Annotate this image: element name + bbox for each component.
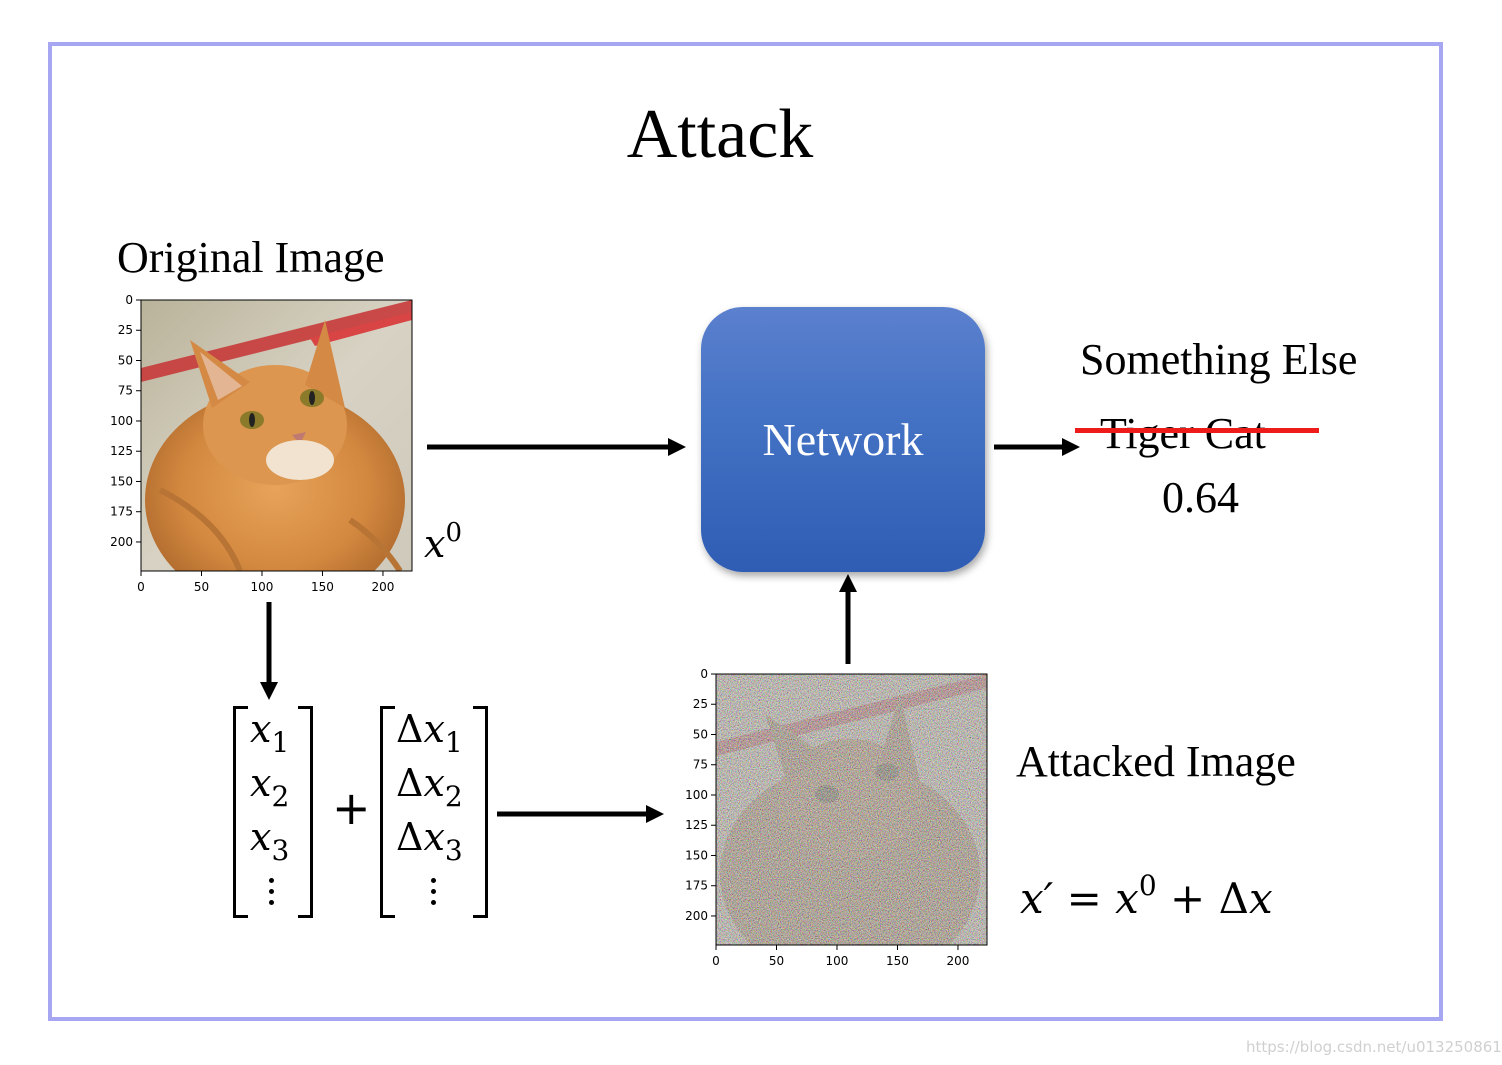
slide-frame	[48, 42, 1443, 1021]
original-ytick-label: 0	[125, 293, 133, 307]
original-ytick-label: 75	[118, 384, 133, 398]
attacked-ytick-label: 125	[685, 818, 708, 832]
attacked-ytick-label: 50	[693, 727, 708, 741]
vector-x-vdots	[269, 878, 275, 911]
arrow-attacked-to-network	[839, 574, 857, 664]
plus-sign: +	[332, 781, 371, 835]
original-image-svg: 0 25 50 75 100 125 150 175 200 0 50 100 150 200	[110, 293, 413, 594]
prediction-score: 0.64	[1162, 473, 1239, 522]
original-xtick-label: 200	[372, 580, 395, 594]
noisy-cat-photo	[716, 674, 987, 945]
watermark: https://blog.csdn.net/u013250861	[1246, 1038, 1502, 1056]
vector-x-entry-2: x2	[250, 761, 290, 813]
original-ytick-label: 125	[110, 444, 133, 458]
vector-x: x1 x2 x3	[233, 706, 313, 918]
vector-x-entry-3: x3	[250, 815, 290, 867]
original-image-plot: 0 25 50 75 100 125 150 175 200 0 50 100 150 200	[100, 290, 420, 605]
attacked-xtick-label: 50	[769, 954, 784, 968]
original-xtick-label: 0	[137, 580, 145, 594]
attacked-x-ticks: 0 50 100 150 200	[712, 945, 969, 968]
original-ytick-label: 50	[118, 353, 133, 367]
attack-formula: x′ = x0 + Δx	[1020, 869, 1273, 923]
original-xtick-label: 100	[251, 580, 274, 594]
original-ytick-label: 200	[110, 535, 133, 549]
attacked-image-svg: 0 25 50 75 100 125 150 175 200 0 50 100 150 200	[685, 667, 988, 968]
arrow-image-to-network	[427, 438, 686, 456]
original-ytick-label: 25	[118, 323, 133, 337]
attacked-xtick-label: 200	[947, 954, 970, 968]
slide-title: Attack	[626, 96, 814, 173]
arrow-vector-to-attacked	[497, 805, 664, 823]
vector-dx-entry-1: Δx1	[396, 707, 463, 759]
attacked-xtick-label: 100	[826, 954, 849, 968]
attacked-ytick-label: 175	[685, 879, 708, 893]
attacked-y-ticks: 0 25 50 75 100 125 150 175 200	[685, 667, 716, 923]
attacked-xtick-label: 0	[712, 954, 720, 968]
vector-dx-vdots	[431, 878, 437, 911]
attacked-image-label: Attacked Image	[1016, 737, 1296, 786]
attacked-ytick-label: 100	[685, 788, 708, 802]
original-image-label: Original Image	[117, 233, 385, 282]
original-x-ticks: 0 50 100 150 200	[137, 571, 394, 594]
predicted-class-new: Something Else	[1080, 335, 1358, 384]
arrow-image-to-vector	[260, 602, 278, 700]
attacked-image-plot: 0 25 50 75 100 125 150 175 200 0 50 100 150 200	[675, 664, 995, 979]
arrow-network-to-output	[994, 438, 1080, 456]
predicted-class-old: Tiger Cat	[1100, 409, 1266, 458]
attacked-ytick-label: 75	[693, 758, 708, 772]
network-box: Network	[701, 307, 985, 572]
original-xtick-label: 150	[311, 580, 334, 594]
original-ytick-label: 100	[110, 414, 133, 428]
original-variable: x0	[424, 518, 462, 566]
attacked-ytick-label: 25	[693, 697, 708, 711]
vector-dx-entry-3: Δx3	[396, 815, 463, 867]
vector-x-entry-1: x1	[250, 707, 290, 759]
original-ytick-label: 150	[110, 474, 133, 488]
cat-photo	[141, 300, 412, 571]
original-y-ticks: 0 25 50 75 100 125 150 175 200	[110, 293, 141, 549]
vector-delta-x: Δx1 Δx2 Δx3	[380, 706, 488, 918]
original-ytick-label: 175	[110, 505, 133, 519]
attacked-ytick-label: 0	[700, 667, 708, 681]
original-xtick-label: 50	[194, 580, 209, 594]
attacked-ytick-label: 200	[685, 909, 708, 923]
attacked-xtick-label: 150	[886, 954, 909, 968]
network-label: Network	[762, 414, 924, 465]
vector-dx-entry-2: Δx2	[396, 761, 463, 813]
attacked-ytick-label: 150	[685, 848, 708, 862]
strikethrough-line	[1075, 428, 1319, 433]
